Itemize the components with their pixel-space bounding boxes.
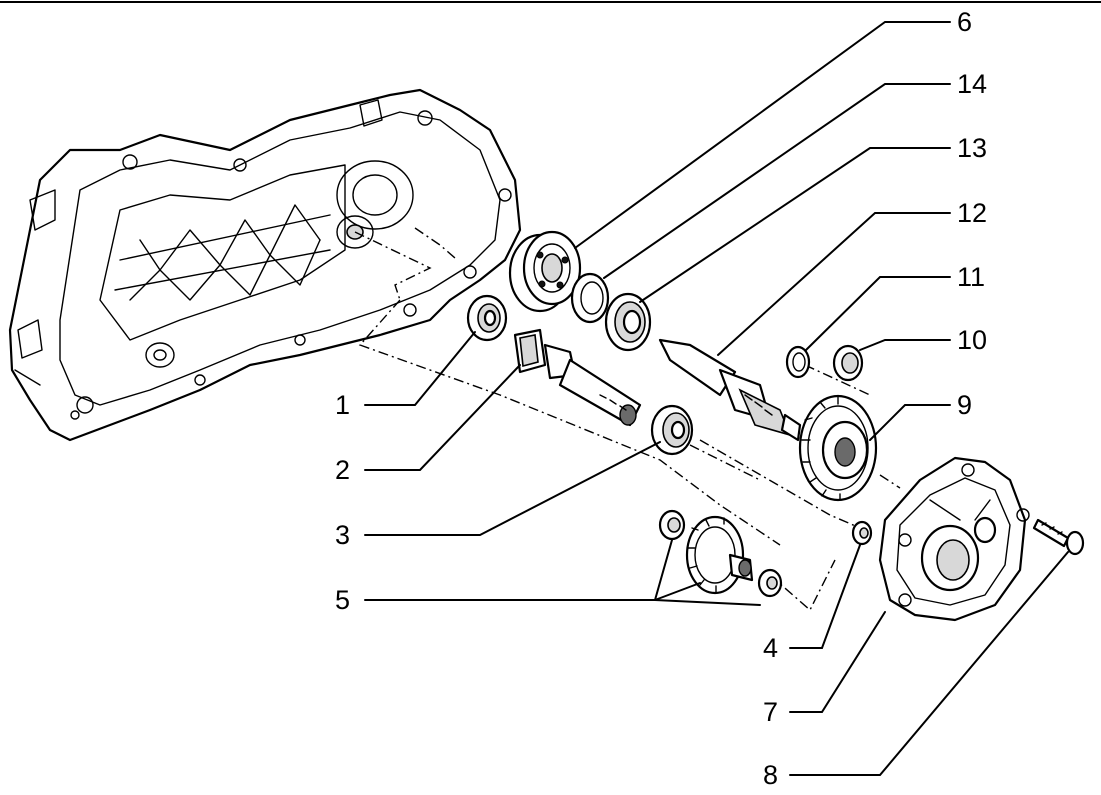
circlip-14 xyxy=(570,272,610,324)
callout-5: 5 xyxy=(335,585,350,615)
callout-10: 10 xyxy=(957,325,987,355)
gear-cover-7 xyxy=(878,456,1030,622)
callout-12: 12 xyxy=(957,198,987,228)
shaft-12 xyxy=(658,338,802,442)
assembly-axis-lines xyxy=(354,227,901,612)
dowel-pin-4 xyxy=(851,520,873,546)
leader-lines xyxy=(364,21,1069,776)
screw-8 xyxy=(1032,518,1085,556)
callout-9: 9 xyxy=(957,390,972,420)
callout-1: 1 xyxy=(335,390,350,420)
callout-numbers: 6 14 13 12 11 10 9 1 2 3 5 4 7 8 xyxy=(335,7,987,790)
callout-11: 11 xyxy=(957,262,985,292)
callout-8: 8 xyxy=(763,760,778,790)
callout-13: 13 xyxy=(957,133,987,163)
circlip-11 xyxy=(785,345,811,379)
callout-2: 2 xyxy=(335,455,350,485)
oil-seal-13 xyxy=(604,292,652,352)
gear-9 xyxy=(798,394,878,502)
crankcase-housing xyxy=(8,88,522,442)
shaft-2 xyxy=(513,328,642,427)
callout-7: 7 xyxy=(763,697,778,727)
bearing-6 xyxy=(508,230,582,313)
bearing-3 xyxy=(650,404,694,456)
gear-5-assembly xyxy=(658,509,783,598)
callout-4: 4 xyxy=(763,633,778,663)
callout-3: 3 xyxy=(335,520,350,550)
callout-6: 6 xyxy=(957,7,972,37)
bearing-1 xyxy=(466,294,508,342)
washer-10 xyxy=(832,344,864,382)
callout-14: 14 xyxy=(957,69,987,99)
